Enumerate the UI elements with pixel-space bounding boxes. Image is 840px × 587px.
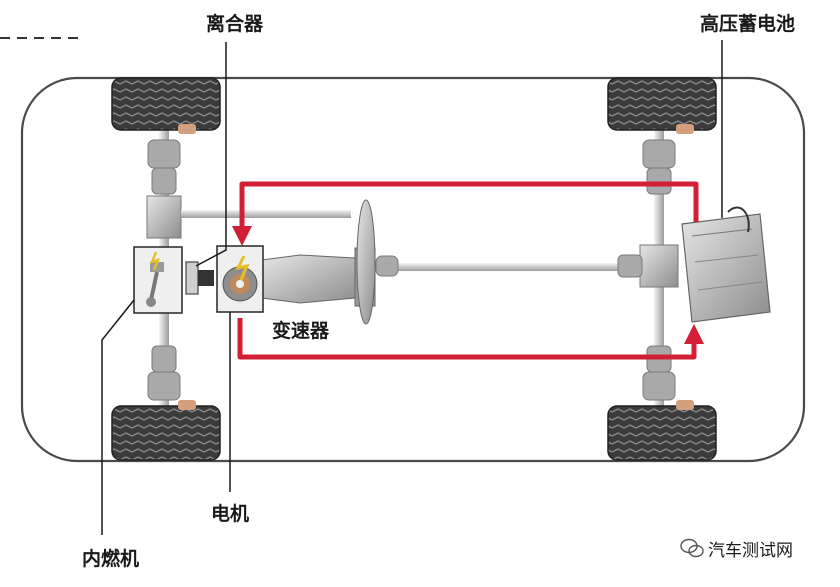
front-left-tire [111,77,221,134]
watermark: 汽车测试网 [708,536,793,561]
rear-left-tire [607,77,717,134]
clutch-label: 离合器 [206,13,264,35]
clutch-unit [185,261,214,295]
motor-rotor-icon [222,255,258,302]
chassis-outline [20,76,806,463]
leader-lines [101,40,723,535]
watermark-text: 汽车测试网 [708,541,793,561]
cv-boots [147,139,676,401]
rear-differential [639,244,679,288]
transmission-label: 变速器 [272,320,330,342]
high-voltage-battery [681,206,771,323]
front-differential [146,195,182,239]
engine-box [133,246,183,314]
transmission-body [261,199,399,325]
wechat-bubble-icon [680,538,704,558]
motor-label: 电机 [211,503,250,525]
propeller-shaft [395,263,625,271]
rear-right-tire [607,400,717,461]
front-drive-shaft [181,210,351,218]
engine-label: 内燃机 [82,548,140,570]
engine-piston-icon [146,251,164,307]
engine-leader [101,299,135,535]
clutch-leader [195,42,227,267]
power-flow-loop [232,181,704,360]
battery-label: 高压蓄电池 [700,13,796,35]
front-right-tire [111,400,221,461]
